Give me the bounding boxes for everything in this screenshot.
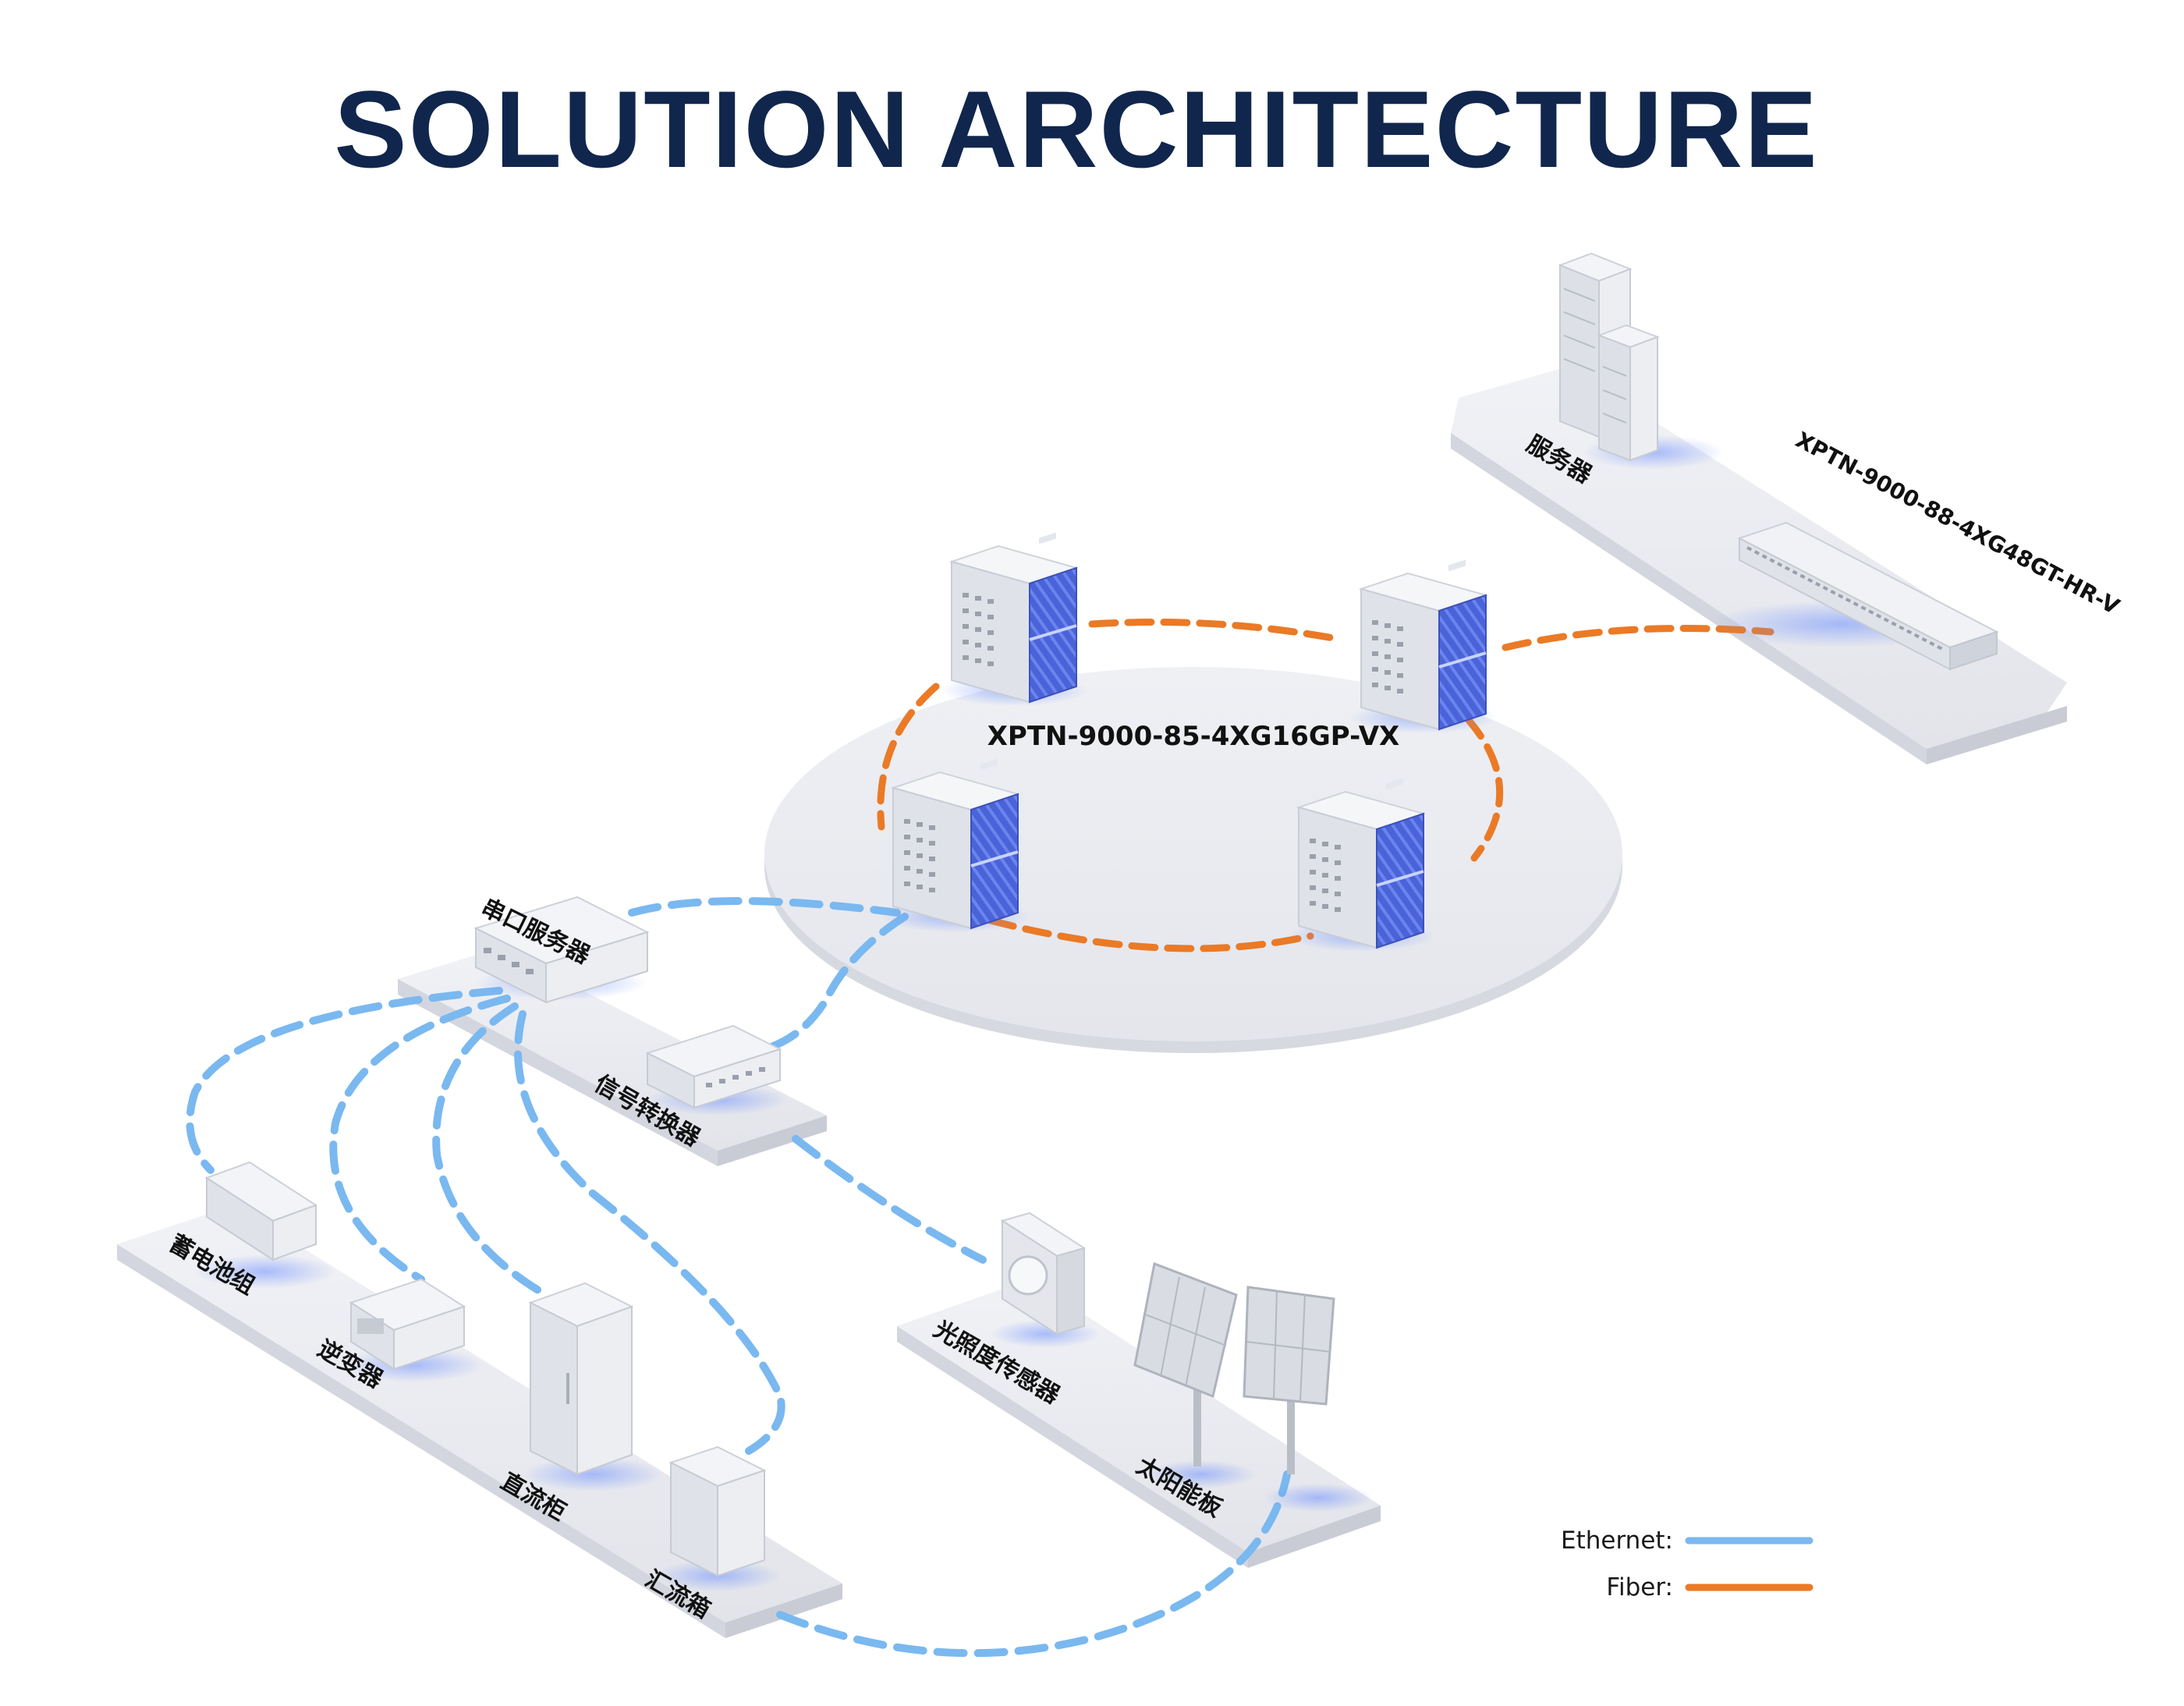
battery-icon (195, 1161, 335, 1289)
ethernet-link-solar (776, 1470, 1291, 1658)
ring-switch-icon (1348, 558, 1499, 735)
ethernet-link-inverter (329, 995, 511, 1283)
solar-panel-icon (1133, 1261, 1373, 1512)
ethernet-link-combiner (514, 1010, 785, 1455)
field-platform (117, 1205, 842, 1638)
ethernet-link-converter-sensor (792, 1135, 987, 1264)
fiber-link-top (1088, 619, 1346, 644)
ring-switch-label: XPTN-9000-85-4XG16GP-VX (987, 721, 1400, 752)
page-title: SOLUTION ARCHITECTURE (334, 68, 1819, 190)
dc-cabinet-icon (523, 1282, 663, 1491)
legend-fiber-label: Fiber: (1606, 1573, 1673, 1601)
inverter-icon (343, 1278, 484, 1382)
ethernet-link-ring-converter (760, 913, 909, 1053)
legend-ethernet-label: Ethernet: (1561, 1527, 1673, 1555)
server-icon (1558, 252, 1724, 470)
ethernet-link-dc-cabinet (432, 1002, 550, 1299)
ethernet-link-serial-ring (628, 897, 901, 917)
legend: Ethernet: Fiber: (1561, 1527, 1814, 1601)
fiber-link-bottom (987, 917, 1314, 952)
fiber-link-right (1462, 714, 1504, 862)
serial-server-icon (473, 896, 650, 1004)
fiber-link-left (877, 683, 940, 831)
light-sensor-icon (991, 1211, 1100, 1348)
signal-converter-icon (645, 1024, 788, 1115)
core-switch-icon (1708, 521, 1999, 671)
ethernet-links (186, 897, 1291, 1658)
ethernet-link-battery (186, 987, 503, 1174)
solar-platform (897, 1279, 1381, 1568)
combiner-box-icon (655, 1445, 780, 1591)
ring-switch-icon (938, 530, 1090, 708)
